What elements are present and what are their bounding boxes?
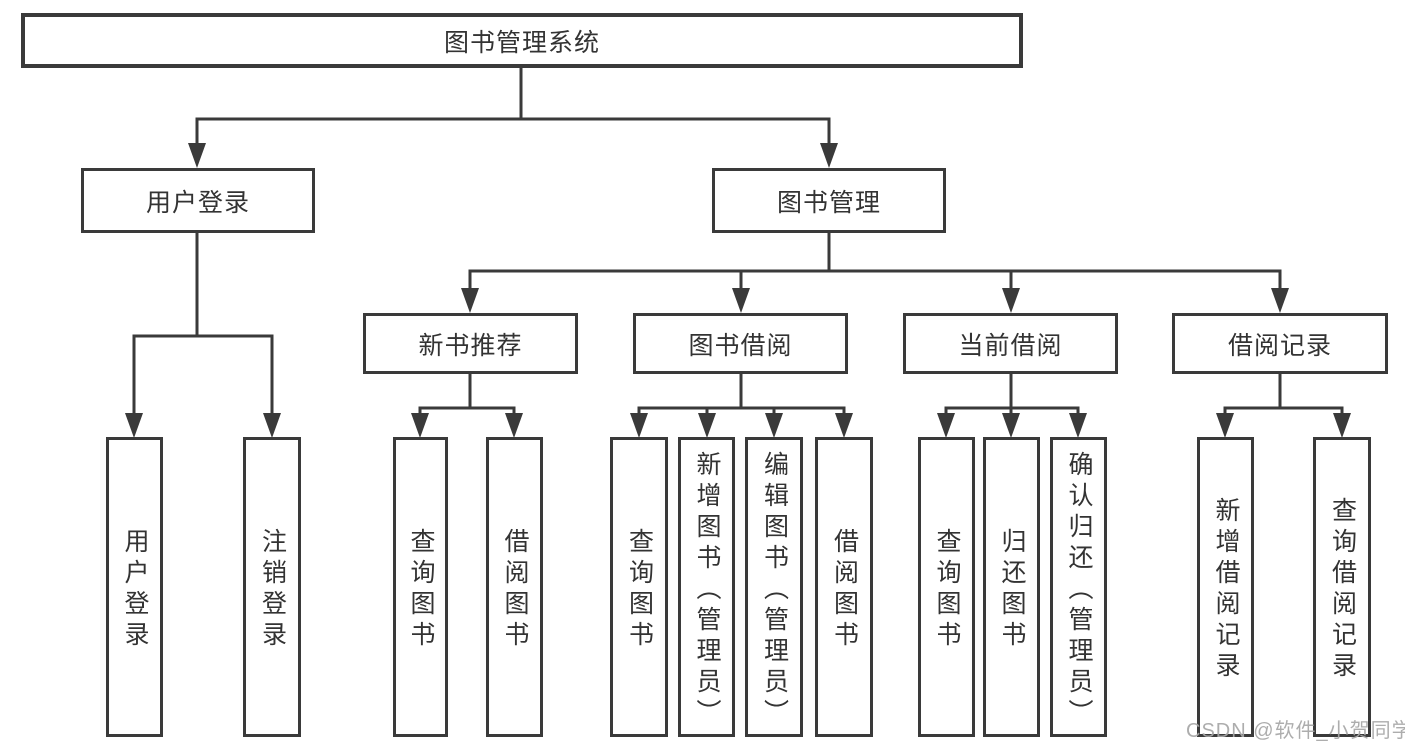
leaf-label: 查询图书 <box>625 528 654 652</box>
leaf-query-books: 查询图书 <box>918 437 975 737</box>
leaf-query-borrow-records: 查询借阅记录 <box>1313 437 1371 737</box>
leaf-label: 查询图书 <box>933 528 961 652</box>
leaf-label: 归还图书 <box>998 528 1026 652</box>
node-current-borrowing: 当前借阅 <box>903 313 1118 374</box>
leaf-logout: 注销登录 <box>243 437 301 737</box>
leaf-user-login: 用户登录 <box>106 437 163 737</box>
leaf-query-books: 查询图书 <box>610 437 668 737</box>
node-book-borrowing: 图书借阅 <box>633 313 848 374</box>
leaf-edit-books-admin: 编辑图书（管理员） <box>745 437 803 737</box>
node-borrowing-records: 借阅记录 <box>1172 313 1388 374</box>
leaf-label: 注销登录 <box>258 528 287 652</box>
leaf-add-books-admin: 新增图书（管理员） <box>678 437 735 737</box>
leaf-borrow-books: 借阅图书 <box>815 437 873 737</box>
leaf-label: 用户登录 <box>121 528 149 652</box>
leaf-label: 确认归还（管理员） <box>1065 450 1093 730</box>
node-user-login-branch: 用户登录 <box>81 168 315 233</box>
leaf-add-borrow-record: 新增借阅记录 <box>1197 437 1254 737</box>
leaf-label: 借阅图书 <box>501 528 529 652</box>
node-new-book-recommendation: 新书推荐 <box>363 313 578 374</box>
leaf-label: 新增借阅记录 <box>1212 497 1240 683</box>
csdn-watermark: CSDN @软件_小贺同学 <box>1186 720 1405 742</box>
leaf-label: 借阅图书 <box>830 528 859 652</box>
leaf-label: 新增图书（管理员） <box>693 450 721 730</box>
leaf-confirm-return-admin: 确认归还（管理员） <box>1050 437 1107 737</box>
node-library-management-system: 图书管理系统 <box>21 13 1023 68</box>
leaf-borrow-books: 借阅图书 <box>486 437 543 737</box>
node-book-management-branch: 图书管理 <box>712 168 946 233</box>
leaf-label: 查询借阅记录 <box>1328 497 1357 683</box>
leaf-return-books: 归还图书 <box>983 437 1040 737</box>
leaf-query-books: 查询图书 <box>393 437 448 737</box>
leaf-label: 查询图书 <box>407 528 435 652</box>
leaf-label: 编辑图书（管理员） <box>760 450 789 730</box>
